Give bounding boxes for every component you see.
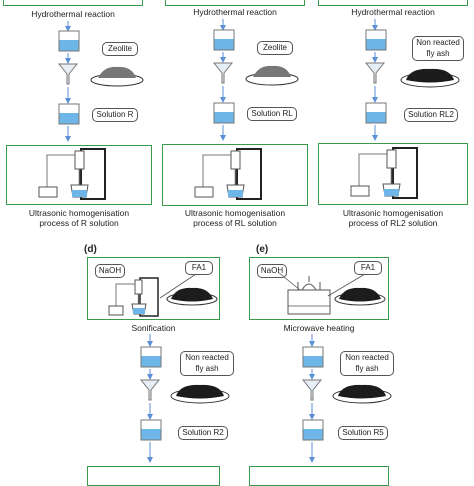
beaker-icon bbox=[302, 419, 324, 441]
funnel-icon bbox=[57, 63, 79, 85]
arrow-d1 bbox=[147, 334, 153, 347]
product-label-d2: fly ash bbox=[180, 363, 234, 376]
solution-label-2: Solution RL bbox=[247, 107, 297, 121]
step-label-e: Microwave heating bbox=[283, 323, 355, 333]
funnel-icon bbox=[212, 62, 234, 84]
arrow-1a bbox=[65, 21, 71, 32]
funnel-icon bbox=[364, 62, 386, 84]
dish-icon bbox=[245, 65, 299, 86]
beaker-icon bbox=[365, 102, 387, 124]
solution-label-e: Solution R5 bbox=[338, 426, 388, 440]
arrow-d3 bbox=[147, 403, 153, 420]
ultrasonic-homogeniser-icon bbox=[38, 148, 106, 200]
panel-letter-e: (e) bbox=[256, 244, 269, 255]
homogenisation-box-1 bbox=[6, 145, 152, 205]
sonicator-icon bbox=[108, 277, 159, 317]
arrow-2c bbox=[220, 86, 226, 103]
dish-icon bbox=[170, 384, 230, 404]
funnel-icon bbox=[301, 379, 323, 401]
caption-2-line2: process of RL solution bbox=[193, 218, 277, 228]
arrow-e2 bbox=[309, 369, 315, 380]
arrow-1c bbox=[65, 87, 71, 104]
beaker-icon bbox=[140, 419, 162, 441]
solution-label-3: Solution RL2 bbox=[404, 108, 458, 122]
beaker-icon bbox=[213, 102, 235, 124]
product-label-3a: Non reacted bbox=[412, 36, 464, 49]
arrow-e4 bbox=[309, 442, 315, 463]
product-label-2: Zeolite bbox=[257, 41, 293, 55]
product-label-d1: Non reacted bbox=[180, 351, 234, 364]
material-label-e: FA1 bbox=[354, 261, 382, 275]
caption-1-line2: process of R solution bbox=[39, 218, 119, 228]
step-label-d: Sonification bbox=[131, 323, 176, 333]
reaction-box-1 bbox=[3, 0, 143, 6]
arrow-e1 bbox=[309, 334, 315, 347]
step-label-3: Hydrothermal reaction bbox=[351, 7, 435, 17]
product-label-e1: Non reacted bbox=[340, 351, 394, 364]
dish-icon bbox=[334, 287, 386, 306]
sonification-box: NaOH FA1 bbox=[87, 257, 220, 320]
beaker-icon bbox=[58, 30, 80, 52]
arrow-2d bbox=[220, 125, 226, 141]
caption-3-line1: Ultrasonic homogenisation bbox=[342, 208, 444, 218]
arrow-3d bbox=[372, 125, 378, 141]
dish-icon bbox=[400, 68, 460, 88]
funnel-icon bbox=[139, 379, 161, 401]
arrow-3a bbox=[372, 19, 378, 31]
ultrasonic-homogeniser-icon bbox=[194, 148, 262, 200]
arrow-1b bbox=[65, 53, 71, 64]
reaction-box-2 bbox=[165, 0, 305, 6]
caption-2-line1: Ultrasonic homogenisation bbox=[184, 208, 286, 218]
material-label-d: FA1 bbox=[185, 261, 213, 275]
arrow-3b bbox=[372, 52, 378, 63]
ultrasonic-homogeniser-icon bbox=[350, 147, 418, 199]
arrow-2b bbox=[220, 52, 226, 63]
next-step-box-e bbox=[249, 466, 389, 486]
beaker-icon bbox=[140, 346, 162, 368]
microwave-box: NaOH FA1 bbox=[249, 257, 389, 320]
product-label-3b: fly ash bbox=[412, 48, 464, 61]
arrow-e3 bbox=[309, 403, 315, 420]
dish-icon bbox=[90, 66, 144, 87]
arrow-e-material bbox=[277, 271, 366, 297]
beaker-icon bbox=[213, 29, 235, 51]
beaker-icon bbox=[58, 103, 80, 125]
arrow-d-material bbox=[159, 273, 197, 299]
beaker-icon bbox=[302, 346, 324, 368]
step-label-1: Hydrothermal reaction bbox=[31, 9, 115, 19]
caption-3-line2: process of RL2 solution bbox=[348, 218, 438, 228]
solution-label-1: Solution R bbox=[92, 108, 138, 122]
step-label-2: Hydrothermal reaction bbox=[193, 7, 277, 17]
product-label-e2: fly ash bbox=[340, 363, 394, 376]
arrow-3c bbox=[372, 86, 378, 103]
arrow-1d bbox=[65, 126, 71, 142]
microwave-icon bbox=[287, 276, 331, 315]
reagent-label-e: NaOH bbox=[257, 264, 287, 278]
product-label-1: Zeolite bbox=[102, 42, 138, 56]
reagent-label-d: NaOH bbox=[95, 264, 125, 278]
arrow-2a bbox=[220, 19, 226, 31]
dish-icon bbox=[166, 287, 218, 306]
arrow-d2 bbox=[147, 369, 153, 380]
dish-icon bbox=[332, 384, 392, 404]
solution-label-d: Solution R2 bbox=[178, 426, 228, 440]
caption-1-line1: Ultrasonic homogenisation bbox=[28, 208, 130, 218]
beaker-icon bbox=[365, 29, 387, 51]
panel-letter-d: (d) bbox=[84, 244, 97, 255]
reaction-box-3 bbox=[318, 0, 468, 6]
homogenisation-box-3 bbox=[318, 143, 468, 205]
arrow-d4 bbox=[147, 442, 153, 463]
homogenisation-box-2 bbox=[162, 144, 308, 206]
